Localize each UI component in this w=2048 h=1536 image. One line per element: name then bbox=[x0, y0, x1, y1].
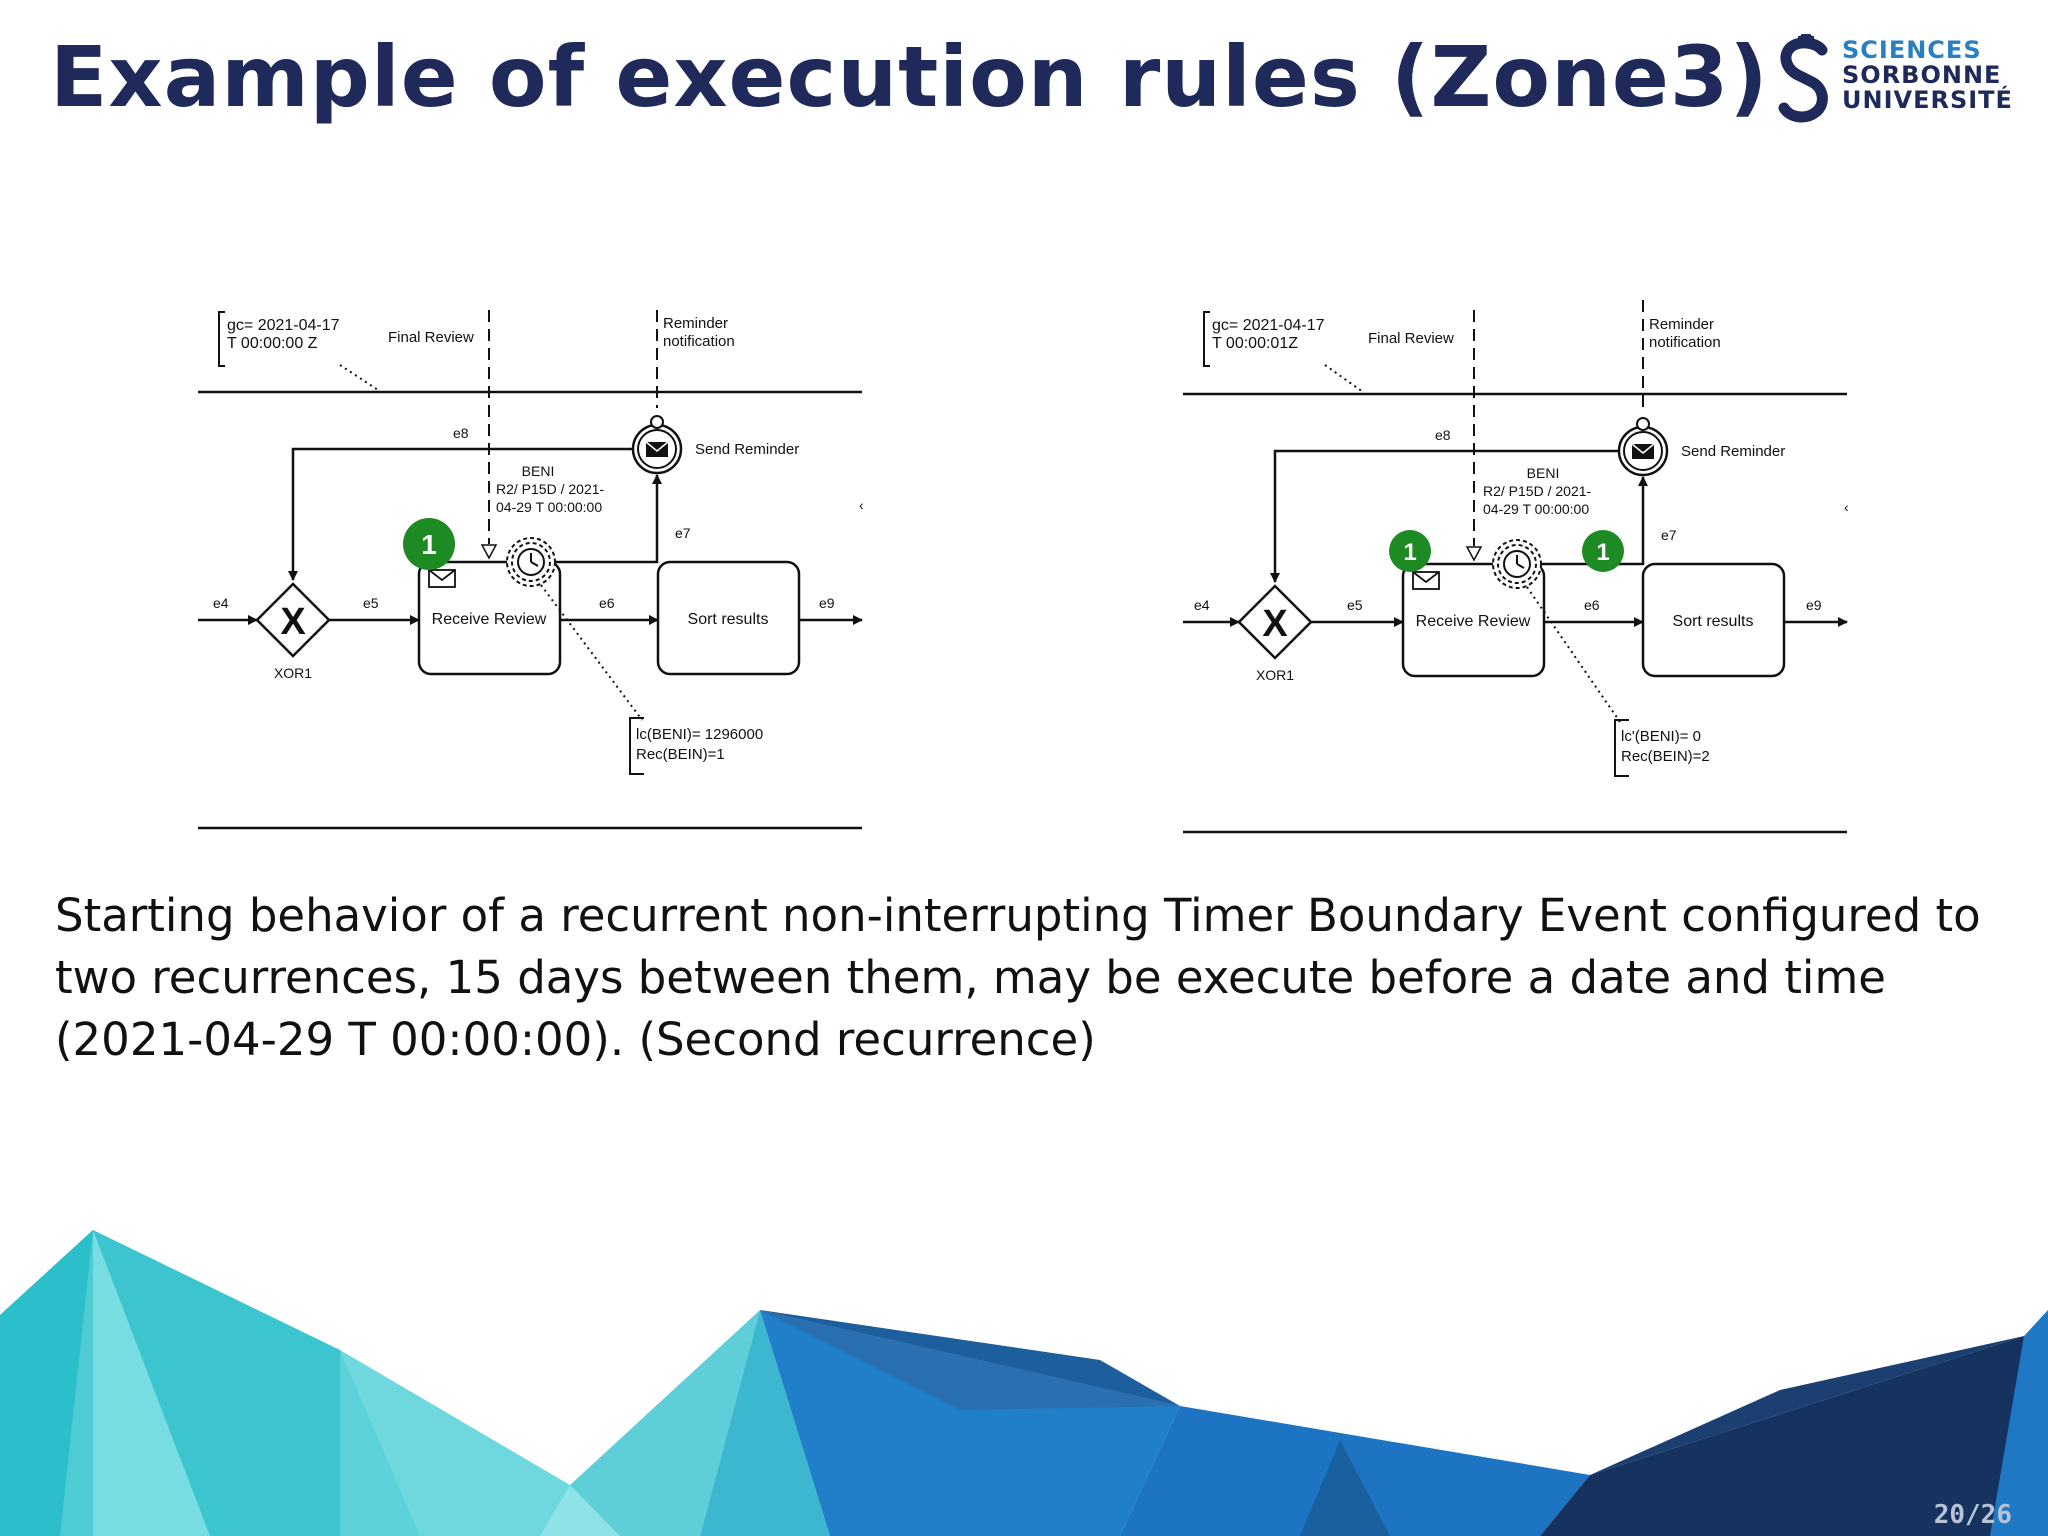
e6-label: e6 bbox=[599, 595, 615, 611]
reminder-label-1: Reminder bbox=[1649, 316, 1714, 333]
token-label-1: 1 bbox=[1403, 539, 1416, 566]
gc-association bbox=[339, 364, 379, 391]
xor-gateway bbox=[1237, 584, 1313, 660]
token-badge bbox=[403, 518, 455, 570]
gc-bracket bbox=[218, 311, 225, 367]
xor-gateway-label: XOR1 bbox=[274, 665, 312, 681]
annotation-line2: Rec(BEIN)=2 bbox=[1621, 748, 1710, 765]
e9-label: e9 bbox=[819, 595, 835, 611]
xor-gateway-symbol: X bbox=[1262, 603, 1288, 645]
token-label-2: 1 bbox=[1596, 539, 1609, 566]
annotation-bracket bbox=[629, 717, 644, 775]
gc-line1: gc= 2021-04-17 bbox=[227, 317, 340, 334]
xor-gateway-label: XOR1 bbox=[1256, 667, 1294, 683]
slide-description: Starting behavior of a recurrent non-int… bbox=[55, 889, 1981, 1066]
e8-label: e8 bbox=[1435, 427, 1451, 443]
e4-label: e4 bbox=[213, 595, 229, 611]
timer-label-2: R2/ P15D / 2021- bbox=[1483, 483, 1592, 499]
stray-mark: ‹ bbox=[1844, 499, 1849, 515]
envelope-filled-icon bbox=[645, 441, 669, 457]
logo-line-sciences: SCIENCES bbox=[1842, 36, 1982, 64]
gc-line1: gc= 2021-04-17 bbox=[1212, 317, 1325, 334]
slide-title: Example of execution rules (Zone3) bbox=[50, 28, 1769, 126]
envelope-outline-icon bbox=[428, 569, 456, 588]
sort-results-label: Sort results bbox=[688, 611, 769, 628]
sorbonne-logo: SCIENCES SORBONNE UNIVERSITÉ bbox=[1776, 34, 2016, 129]
reminder-label-1: Reminder bbox=[663, 315, 728, 332]
final-review-marker bbox=[1465, 546, 1483, 562]
receive-review-label: Receive Review bbox=[432, 611, 547, 628]
send-reminder-token-origin bbox=[650, 415, 664, 429]
bpmn-diagram-right: gc= 2021-04-17 T 00:00:01Z Final Review … bbox=[1180, 290, 1860, 850]
timer-label-1: BENI bbox=[522, 463, 555, 479]
xor-gateway bbox=[255, 582, 331, 658]
token-label: 1 bbox=[421, 529, 437, 560]
token-badge-1 bbox=[1389, 530, 1431, 572]
send-reminder-label: Send Reminder bbox=[1681, 443, 1785, 460]
e4-label: e4 bbox=[1194, 597, 1210, 613]
envelope-filled-icon bbox=[1631, 443, 1655, 459]
page-number: 20/26 bbox=[1933, 1500, 2012, 1530]
logo-line-universite: UNIVERSITÉ bbox=[1842, 86, 2013, 114]
flow-e7 bbox=[1517, 476, 1648, 566]
gc-association bbox=[1324, 364, 1364, 393]
receive-review-task bbox=[1401, 562, 1546, 678]
send-reminder-token-origin bbox=[1636, 417, 1650, 431]
receive-review-task bbox=[417, 560, 562, 676]
annotation-line1: lc'(BENI)= 0 bbox=[1621, 728, 1701, 745]
stray-mark: ‹ bbox=[859, 497, 864, 513]
timer-label-2: R2/ P15D / 2021- bbox=[496, 481, 605, 497]
flow-e7 bbox=[531, 474, 662, 564]
logo-line-sorbonne: SORBONNE bbox=[1842, 61, 2002, 89]
e8-label: e8 bbox=[453, 425, 469, 441]
clock-icon bbox=[517, 548, 545, 576]
flow-e8 bbox=[288, 447, 633, 581]
final-review-label: Final Review bbox=[388, 329, 474, 346]
timer-label-3: 04-29 T 00:00:00 bbox=[1483, 501, 1589, 517]
annotation-bracket bbox=[1614, 719, 1629, 777]
annotation-association bbox=[540, 584, 643, 721]
timer-label-3: 04-29 T 00:00:00 bbox=[496, 499, 602, 515]
clock-icon bbox=[1503, 550, 1531, 578]
annotation-line1: lc(BENI)= 1296000 bbox=[636, 726, 763, 743]
sort-results-task bbox=[1641, 562, 1786, 678]
gc-line2: T 00:00:00 Z bbox=[227, 335, 318, 352]
send-reminder-label: Send Reminder bbox=[695, 441, 799, 458]
timer-label-1: BENI bbox=[1527, 465, 1560, 481]
gc-line2: T 00:00:01Z bbox=[1212, 335, 1298, 352]
e7-label: e7 bbox=[675, 525, 691, 541]
e7-label: e7 bbox=[1661, 527, 1677, 543]
e5-label: e5 bbox=[363, 595, 379, 611]
xor-gateway-symbol: X bbox=[280, 601, 306, 643]
final-review-marker bbox=[480, 544, 498, 560]
bpmn-diagram-left-svg: gc= 2021-04-17 T 00:00:00 Z Final Review… bbox=[198, 310, 864, 830]
envelope-outline-icon bbox=[1412, 571, 1440, 590]
receive-review-label: Receive Review bbox=[1416, 613, 1531, 630]
e5-label: e5 bbox=[1347, 597, 1363, 613]
bpmn-diagram-left: gc= 2021-04-17 T 00:00:00 Z Final Review… bbox=[195, 290, 875, 850]
sort-results-label: Sort results bbox=[1673, 613, 1754, 630]
reminder-label-2: notification bbox=[1649, 334, 1721, 351]
logo-text: SCIENCES SORBONNE UNIVERSITÉ bbox=[1842, 38, 2013, 113]
final-review-label: Final Review bbox=[1368, 330, 1454, 347]
e9-label: e9 bbox=[1806, 597, 1822, 613]
annotation-line2: Rec(BEIN)=1 bbox=[636, 746, 725, 763]
reminder-label-2: notification bbox=[663, 333, 735, 350]
sorbonne-emblem-icon bbox=[1778, 34, 1828, 123]
decorative-footer-polygons bbox=[0, 1230, 2048, 1536]
sort-results-task bbox=[656, 560, 801, 676]
gc-bracket bbox=[1203, 311, 1210, 367]
e6-label: e6 bbox=[1584, 597, 1600, 613]
token-badge-2 bbox=[1582, 530, 1624, 572]
flow-e8 bbox=[1270, 449, 1619, 583]
bpmn-diagram-right-svg: gc= 2021-04-17 T 00:00:01Z Final Review … bbox=[1183, 300, 1849, 834]
